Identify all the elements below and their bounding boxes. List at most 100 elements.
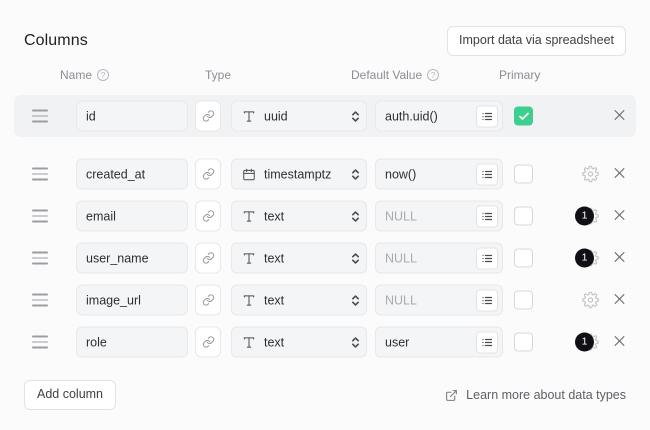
column-default-value: user [385,335,410,349]
chevron-updown-icon[interactable] [348,250,362,266]
column-default-value-input[interactable]: NULL [375,284,503,316]
remove-column-button[interactable] [612,292,629,309]
column-type-select[interactable]: text [231,326,367,358]
column-type-select[interactable]: uuid [231,100,367,132]
list-icon [481,252,493,264]
column-name-value: id [86,109,96,123]
default-value-suggestions-button[interactable] [476,289,498,311]
column-name-input[interactable]: role [76,326,188,358]
drag-handle-icon[interactable] [32,251,48,265]
header-primary: Primary [499,68,540,82]
default-value-suggestions-button[interactable] [476,105,498,127]
column-name-input[interactable]: created_at [76,158,188,190]
column-default-value-input[interactable]: auth.uid() [375,100,503,132]
link-foreign-key-button[interactable] [195,326,221,358]
row-spacer [0,137,650,153]
chevron-updown-icon[interactable] [348,334,362,350]
chevron-updown-icon[interactable] [348,292,362,308]
column-settings-button[interactable] [582,291,599,309]
column-type-select[interactable]: text [231,284,367,316]
column-default-value-input[interactable]: NULL [375,242,503,274]
panel-header: Columns Import data via spreadsheet [24,26,626,56]
drag-handle-icon[interactable] [32,209,48,223]
column-type-select[interactable]: text [231,242,367,274]
header-type: Type [205,68,231,82]
drag-handle-icon[interactable] [32,109,48,123]
primary-key-checkbox[interactable] [514,332,533,352]
column-type-select[interactable]: timestamptz [231,158,367,190]
column-name-input[interactable]: image_url [76,284,188,316]
link-foreign-key-button[interactable] [195,242,221,274]
text-type-icon [241,293,257,307]
default-value-suggestions-button[interactable] [476,331,498,353]
default-value-suggestions-button[interactable] [476,205,498,227]
question-circle-icon[interactable]: ? [97,69,110,81]
column-type-value: text [264,209,285,223]
column-default-value: auth.uid() [385,109,438,123]
primary-key-checkbox[interactable] [514,106,533,126]
link-foreign-key-button[interactable] [195,158,221,190]
column-default-value: now() [385,167,417,181]
column-type-select[interactable]: text [231,200,367,232]
header-default-value: Default Value ? [351,68,440,82]
primary-key-checkbox[interactable] [514,290,533,310]
drag-handle-icon[interactable] [32,335,48,349]
header-name-label: Name [60,68,93,82]
drag-handle-icon[interactable] [32,293,48,307]
column-type-value: text [264,251,285,265]
remove-column-button[interactable] [612,208,629,225]
table-row[interactable]: id uuid auth.uid() [14,95,636,137]
chevron-updown-icon[interactable] [348,166,362,182]
column-name-input[interactable]: id [76,100,188,132]
panel-footer: Add column Learn more about data types [24,380,626,410]
header-primary-label: Primary [499,68,541,82]
table-row[interactable]: created_at timestamptz now() [14,153,636,195]
column-name-value: created_at [86,167,146,181]
column-name-value: image_url [86,293,141,307]
column-name-value: email [86,209,116,223]
primary-key-checkbox[interactable] [514,248,533,268]
column-default-value-input[interactable]: NULL [375,200,503,232]
default-value-suggestions-button[interactable] [476,163,498,185]
link-foreign-key-button[interactable] [195,284,221,316]
link-icon [202,336,215,349]
learn-more-link[interactable]: Learn more about data types [445,388,626,402]
column-name-input[interactable]: user_name [76,242,188,274]
column-type-value: text [264,335,285,349]
link-icon [202,294,215,307]
remove-column-button[interactable] [612,250,629,267]
import-data-via-spreadsheet-button[interactable]: Import data via spreadsheet [447,26,626,56]
text-type-icon [241,109,257,123]
drag-handle-icon[interactable] [32,167,48,181]
add-column-button[interactable]: Add column [24,380,117,410]
header-type-label: Type [205,68,232,82]
column-default-value: NULL [385,209,417,223]
link-foreign-key-button[interactable] [195,100,221,132]
list-icon [481,210,493,222]
header-name: Name ? [60,68,110,82]
default-value-suggestions-button[interactable] [476,247,498,269]
remove-column-button[interactable] [612,166,629,183]
link-foreign-key-button[interactable] [195,200,221,232]
column-settings-button[interactable] [582,165,599,183]
link-icon [202,110,215,123]
primary-key-checkbox[interactable] [514,206,533,226]
remove-column-button[interactable] [612,108,629,125]
question-circle-icon[interactable]: ? [427,69,440,81]
column-type-value: timestamptz [264,167,332,181]
column-default-value: NULL [385,251,417,265]
remove-column-button[interactable] [612,334,629,351]
column-name-input[interactable]: email [76,200,188,232]
status-badge: 1 [575,206,594,226]
list-icon [481,294,493,306]
chevron-updown-icon[interactable] [348,208,362,224]
table-row[interactable]: email text NULL 1 [14,195,636,237]
link-icon [202,168,215,181]
primary-key-checkbox[interactable] [514,164,533,184]
column-default-value-input[interactable]: user [375,326,503,358]
column-default-value-input[interactable]: now() [375,158,503,190]
chevron-updown-icon[interactable] [348,108,362,124]
